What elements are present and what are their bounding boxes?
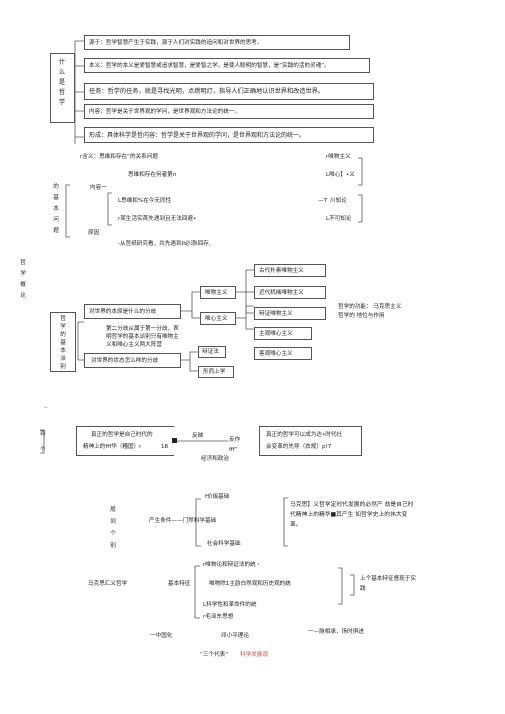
origin-divergence-box: 对世界的本原是什么的分歧 — [84, 304, 181, 319]
metaphysics-text: 形而上学 — [203, 369, 226, 375]
ancient-materialism-box: 古代朴素唯物主义 — [254, 264, 326, 277]
modern-materialism-text: 近代机械唯物主义 — [259, 290, 304, 296]
task-text: 任务：哲学的任务，就是寻找光明，点燃明灯，指导人们正确地认识世界和改造世界。 — [89, 88, 325, 95]
reason-line: 原因 — [88, 230, 100, 236]
dialectical-materialism-text: 辩证唯物主义 — [259, 311, 293, 317]
left-char-bottom: 个 — [40, 447, 46, 453]
what-is-philosophy-title: 什么是哲学 — [58, 59, 66, 106]
materialism-box: 唯物主义 — [200, 286, 236, 299]
dialectical-materialism-box: 辩证唯物主义 — [254, 307, 326, 320]
counteraction-label2: fff” — [229, 447, 238, 453]
reflection-label: 反映 — [192, 433, 204, 439]
identity-line: L思维和%在今无同性 — [118, 198, 172, 204]
idealism-line: L唯心】•义 — [326, 172, 355, 178]
form-box: 形成：具体科学是哲内容：哲学是关于世界观的学问，是世界观和方法论的统一。 — [84, 127, 374, 143]
deng-theory-text: 邓小平理论 — [221, 633, 249, 639]
objective-idealism-text: 客观唯心主义 — [259, 351, 293, 357]
modern-materialism-box: 近代机械唯物主义 — [254, 286, 326, 299]
features-right-text: 上个基本特征督现于实践 — [360, 576, 416, 592]
class-basis-text: f价级基础 — [205, 494, 230, 500]
era-spirit-box: 真正的哲学是自己时代的 精神上的fff华（糟国）r — [76, 426, 174, 456]
features-line3: L科学性和革命件的统 — [203, 602, 257, 608]
origin-text: 源于：哲学智慧产生于实践，源于人们对实践的追问和对世界的思考。 — [89, 40, 263, 46]
dialectics-box: 辩证法 — [198, 346, 226, 358]
function-text: 哲学的功能： 马克思主义哲学的 地位与作用 — [338, 304, 402, 319]
general-to-specific-label: 般到个别 — [110, 507, 116, 549]
section-bullets: ·· — [44, 405, 48, 411]
idealism-text: 唯心主义 — [205, 316, 228, 322]
content-text: 内容：哲学是关于世界观的学问，是世界观和方法论的统一。 — [89, 109, 241, 115]
era-spirit-line2: 精神上的fff华（糟国）r — [83, 444, 142, 450]
continuity-text: 一—脉相承，场时俱进 — [308, 629, 364, 635]
marxism-significance-text: 马克思】义哲学定时代发展的必然产 劫是自己时代精神上的精华■其产生 如哲学史上的… — [290, 502, 414, 528]
era-spirit-line1: 真正的哲学是自己时代的 — [91, 432, 153, 438]
task-box: 任务：哲学的任务，就是寻找光明，点燃明灯，指导人们正确地认识世界和改造世界。 — [84, 83, 374, 100]
metaphysics-box: 形而上学 — [198, 366, 234, 378]
origin-divergence-text: 对世界的本原是什么的分歧 — [89, 309, 157, 315]
conditions-text: 产生条件——门然科学基础 — [149, 518, 217, 524]
subjective-idealism-box: 主观唯心主义 — [254, 327, 312, 340]
divergence-note-text: 第二分歧从属于第一分歧，表明哲学的基本派别只有唯物主义和唯心主义两大阵营 — [106, 326, 179, 348]
state-divergence-text: 对世界的状态怎么样的分歧 — [91, 358, 159, 364]
schools-box: 哲学的基本派别 — [50, 312, 76, 372]
essence-box: 本义：哲学的本义是爱智慧或追求智慧，是爱智之学。是使人聪明的智慧，是“实践的活的… — [84, 58, 370, 73]
essence-text: 本义：哲学的本义是爱智慧或追求智慧，是爱智之学。是使人聪明的智慧，是“实践的活的… — [89, 63, 330, 69]
features-line1: r唯物论和辩证法的统・ — [203, 562, 262, 568]
philosophy-overview-label: 哲学概论 — [20, 260, 26, 299]
social-science-basis-text: 社会科学基础 — [207, 541, 241, 547]
basic-question-label: 的基本问题 — [53, 184, 59, 234]
knowability-line: 川知论 — [330, 198, 347, 204]
materialism-text: 唯物主义 — [205, 290, 228, 296]
basic-features-label: 基本特征 — [168, 581, 191, 587]
identity-dash: —T — [318, 198, 328, 204]
counteraction-label: 反作 — [229, 437, 241, 443]
research-line: -从哲纸研究看，共先遇到II必须I回存, — [118, 241, 211, 247]
economy-politics-caption: 经济和政治 — [201, 456, 229, 462]
divergence-note-box: 第二分歧从属于第一分歧，表明哲学的基本派别只有唯物主义和唯心主义两大阵营 — [106, 325, 184, 353]
idealism-box: 唯心主义 — [200, 312, 236, 325]
ancient-materialism-text: 古代朴素唯物主义 — [259, 268, 304, 274]
materialism-line: r唯物主义 — [326, 154, 351, 160]
features-line2: 唯物除1主韵白然观和历史观的统 — [209, 581, 291, 587]
primacy-line: 思维和存在何者第n — [128, 172, 177, 178]
life-practice-line: r某生活实首先遇到且无法回避• — [118, 216, 197, 222]
scientific-outlook-text: 科学发展观 — [240, 652, 268, 658]
objective-idealism-box: 客观唯心主义 — [254, 347, 312, 360]
content-line: 内容一 — [90, 185, 107, 191]
schools-title: 哲学的基本派别 — [60, 316, 66, 370]
three-represents-text: “三个代表” — [200, 652, 229, 658]
black-square-marker — [172, 438, 177, 443]
what-is-philosophy-box: 什么是哲学 — [50, 53, 75, 123]
social-change-line2: 会变革的先导（衣规）p!7 — [266, 444, 332, 450]
dialectics-text: 辩证法 — [202, 349, 219, 355]
origin-box: 源于：哲学智慧产生于实践，源于人们对实践的追问和对世界的思考。 — [84, 35, 350, 50]
social-change-line1: 真正的哲学可以成为达•时代社 — [266, 432, 343, 438]
social-change-box: 真正的哲学可以成为达•时代社 会变革的先导（衣规）p!7 — [259, 426, 362, 456]
subjective-idealism-text: 主观唯心主义 — [259, 331, 293, 337]
state-divergence-box: 对世界的状态怎么样的分歧 — [84, 353, 181, 368]
meaning-line: r含义：思维和存在“的关系问题 — [80, 154, 158, 160]
era-spirit-tail: 18 — [161, 444, 169, 450]
features-line4: r毛泽东思想 — [203, 614, 234, 620]
content-box: 内容：哲学是关于世界观的学问，是世界观和方法论的统一。 — [84, 104, 374, 119]
agnosticism-line: L不可知论 — [326, 216, 352, 222]
marxist-philosophy-label: 马克思汇义哲学 — [88, 581, 128, 587]
form-text: 形成：具体科学是哲内容：哲学是关于世界观的学问，是世界观和方法论的统一。 — [89, 132, 306, 139]
sinicization-text: 一中国化 — [150, 633, 173, 639]
left-char-top: 到 — [40, 431, 46, 437]
